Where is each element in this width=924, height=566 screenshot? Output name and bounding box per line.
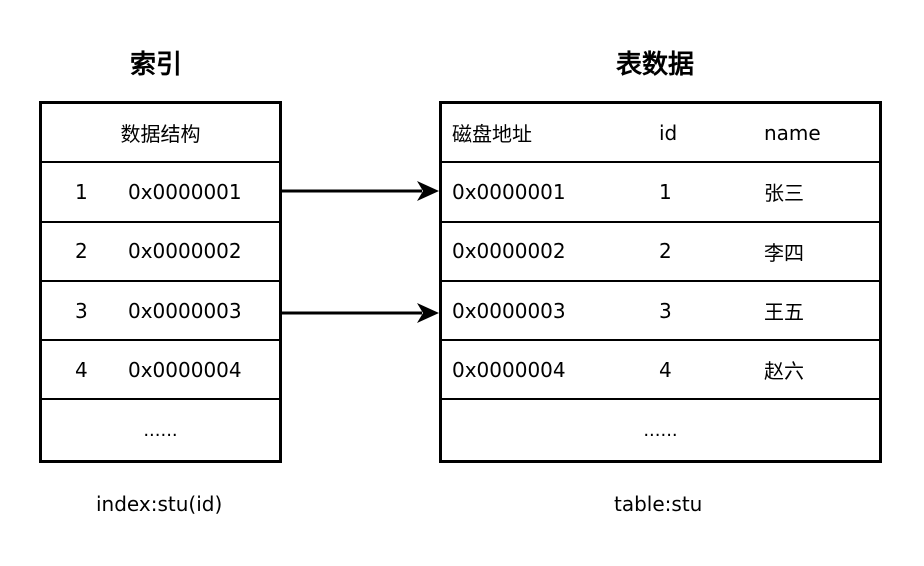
index-row-address: 0x0000004: [128, 357, 242, 382]
table-row: 0x0000004 4 赵六: [442, 341, 879, 401]
index-header-label: 数据结构: [120, 122, 201, 147]
table-row-name: 赵六: [764, 359, 804, 384]
index-header-row: 数据结构: [42, 104, 279, 164]
index-ellipsis: ......: [143, 419, 178, 441]
table-row: 0x0000001 1 张三: [442, 163, 879, 223]
table-row-name: 李四: [764, 240, 804, 265]
table-row-id: 1: [659, 179, 672, 204]
table-row-address: 0x0000002: [452, 239, 566, 264]
table-row: 0x0000003 3 王五: [442, 282, 879, 342]
index-row: 2 0x0000002: [42, 223, 279, 282]
table-header-name: name: [764, 120, 821, 145]
index-row-address: 0x0000001: [128, 179, 242, 204]
index-ellipsis-row: ......: [42, 400, 279, 459]
table-row-id: 2: [659, 239, 672, 264]
table-caption: table:stu: [614, 492, 703, 516]
index-row-number: 4: [75, 357, 88, 382]
table-row-id: 3: [659, 298, 672, 323]
index-caption: index:stu(id): [96, 492, 223, 516]
index-row-number: 2: [75, 239, 88, 264]
arrow-row-3: [282, 303, 439, 323]
table-data-title: 表数据: [616, 50, 695, 80]
table-header-row: 磁盘地址 id name: [442, 104, 879, 164]
table-header-id: id: [659, 120, 678, 145]
table-row-address: 0x0000003: [452, 298, 566, 323]
index-row-address: 0x0000003: [128, 298, 242, 323]
index-row: 3 0x0000003: [42, 282, 279, 342]
table-row-id: 4: [659, 357, 672, 382]
arrow-row-1: [282, 181, 439, 201]
index-row: 1 0x0000001: [42, 163, 279, 223]
arrow-head-icon: [417, 181, 439, 201]
table-data-box: 磁盘地址 id name 0x0000001 1 张三 0x0000002 2 …: [439, 101, 882, 463]
table-row-name: 王五: [764, 300, 804, 325]
table-header-address: 磁盘地址: [452, 122, 532, 147]
table-ellipsis: ......: [643, 419, 678, 441]
table-ellipsis-row: ......: [442, 400, 879, 459]
table-row-address: 0x0000001: [452, 179, 566, 204]
arrow-head-icon: [417, 303, 439, 323]
index-title: 索引: [130, 50, 183, 80]
index-structure-box: 数据结构 1 0x0000001 2 0x0000002 3 0x0000003…: [39, 101, 282, 463]
index-row-number: 1: [75, 179, 88, 204]
table-row-address: 0x0000004: [452, 357, 566, 382]
index-row-address: 0x0000002: [128, 239, 242, 264]
table-row-name: 张三: [764, 181, 804, 206]
index-row-number: 3: [75, 298, 88, 323]
index-row: 4 0x0000004: [42, 341, 279, 401]
table-row: 0x0000002 2 李四: [442, 223, 879, 282]
